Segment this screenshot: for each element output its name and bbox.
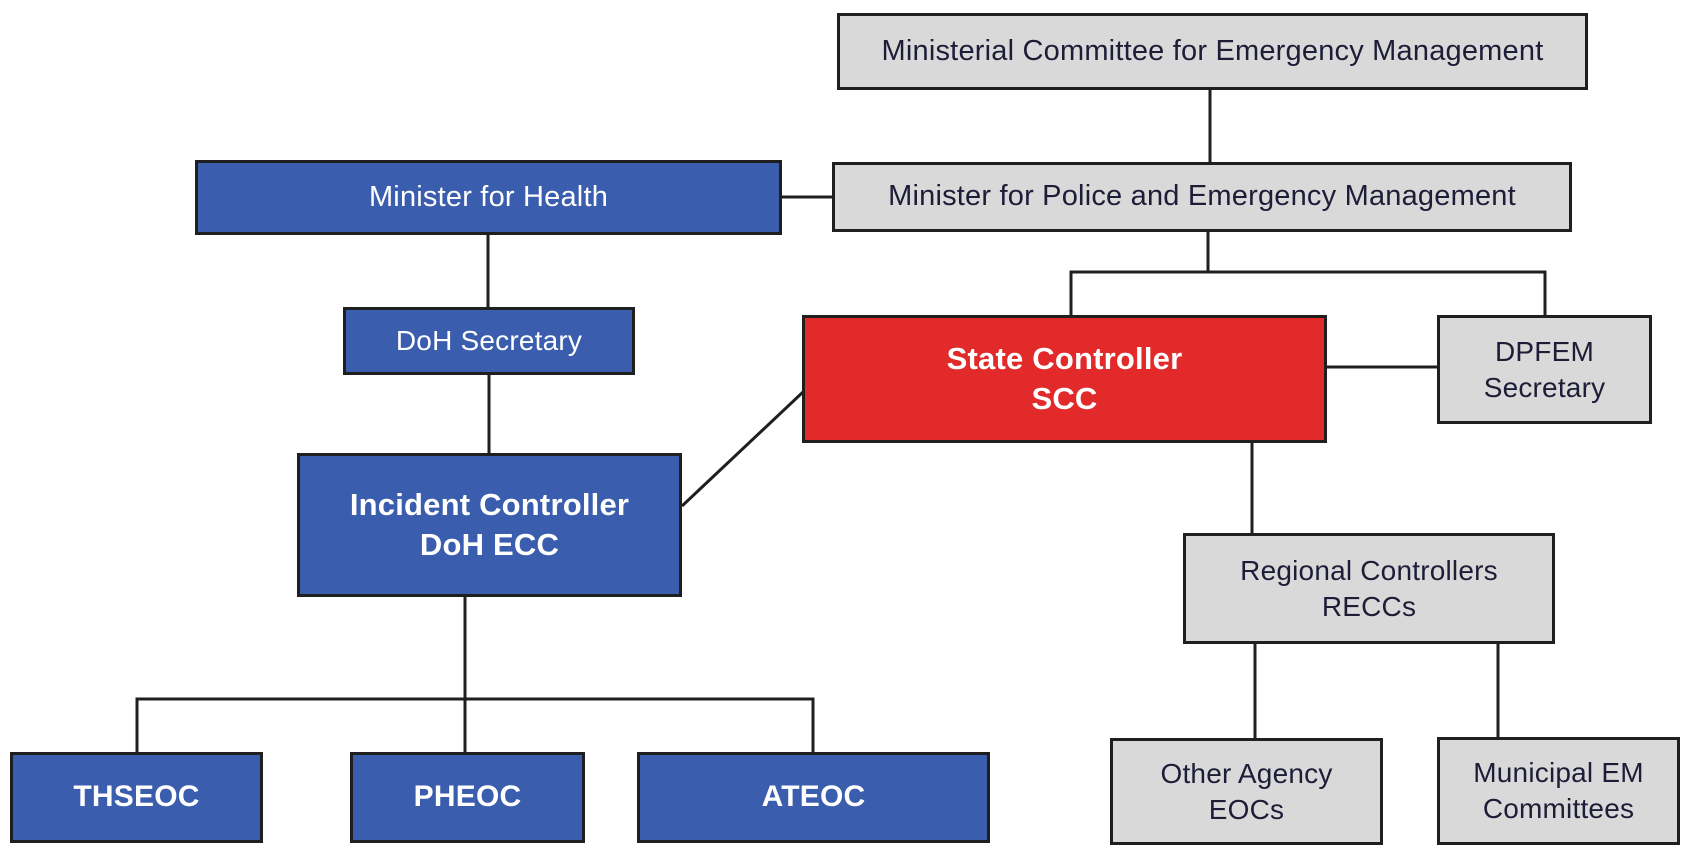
node-doh-secretary: DoH Secretary: [343, 307, 635, 375]
node-label-line1: DPFEM: [1495, 335, 1594, 367]
node-minister-for-police: Minister for Police and Emergency Manage…: [832, 162, 1572, 232]
connector-police-scc-dpfem: [1069, 270, 1547, 315]
node-label-line2: DoH ECC: [419, 527, 560, 562]
connector-eoc-branch: [135, 697, 815, 752]
node-label: Ministerial Committee for Emergency Mana…: [881, 34, 1544, 67]
node-dpfem-secretary: DPFEM Secretary: [1437, 315, 1652, 424]
node-label-line1: State Controller: [946, 341, 1183, 377]
node-label: Minister for Police and Emergency Manage…: [888, 180, 1516, 213]
node-label-line2: EOCs: [1208, 793, 1285, 825]
node-state-controller-scc: State Controller SCC: [802, 315, 1327, 443]
node-label-line1: Other Agency: [1160, 757, 1333, 789]
node-label: DoH Secretary: [395, 325, 583, 357]
node-label: Minister for Health: [368, 180, 609, 213]
node-label-line2: RECCs: [1321, 590, 1417, 622]
node-label-line1: Regional Controllers: [1240, 554, 1498, 586]
node-label: PHEOC: [413, 780, 522, 814]
node-label: THSEOC: [73, 780, 200, 814]
node-incident-controller-doh-ecc: Incident Controller DoH ECC: [297, 453, 682, 597]
node-minister-for-health: Minister for Health: [195, 160, 782, 235]
node-label-line2: Committees: [1482, 793, 1635, 824]
node-label-line2: Secretary: [1483, 371, 1606, 403]
node-label-line2: SCC: [1031, 381, 1098, 416]
node-ministerial-committee: Ministerial Committee for Emergency Mana…: [837, 13, 1588, 90]
node-label-line1: Municipal EM: [1473, 757, 1644, 789]
connector-incident-scc: [680, 390, 805, 508]
node-municipal-em-committees: Municipal EM Committees: [1437, 737, 1680, 845]
node-label-line1: Incident Controller: [349, 487, 630, 523]
node-ateoc: ATEOC: [637, 752, 990, 843]
node-regional-controllers-reccs: Regional Controllers RECCs: [1183, 533, 1555, 644]
node-thseoc: THSEOC: [10, 752, 263, 843]
node-pheoc: PHEOC: [350, 752, 585, 843]
node-label: ATEOC: [761, 780, 866, 814]
node-other-agency-eocs: Other Agency EOCs: [1110, 738, 1383, 845]
